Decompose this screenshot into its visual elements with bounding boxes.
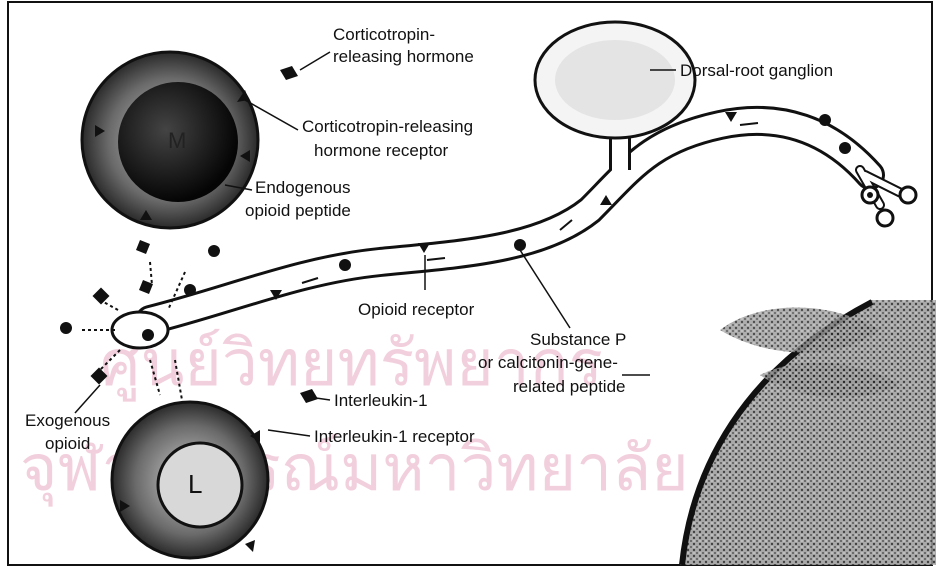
label-interleukin-1-receptor: Interleukin-1 receptor bbox=[314, 427, 475, 446]
label-substance-p-3: related peptide bbox=[513, 377, 625, 396]
label-exogenous-1: Exogenous bbox=[25, 411, 110, 430]
label-endogenous-2: opioid peptide bbox=[245, 201, 351, 220]
lymphocyte-letter: L bbox=[188, 469, 202, 499]
label-crh-1: Corticotropin- bbox=[333, 25, 435, 44]
label-opioid-receptor: Opioid receptor bbox=[358, 300, 475, 319]
label-substance-p-1: Substance P bbox=[530, 330, 626, 349]
sensory-terminal bbox=[112, 312, 168, 348]
label-crh-receptor-2: hormone receptor bbox=[314, 141, 449, 160]
label-crh-receptor-1: Corticotropin-releasing bbox=[302, 117, 473, 136]
dorsal-root-ganglion bbox=[535, 22, 695, 138]
label-endogenous-1: Endogenous bbox=[255, 178, 350, 197]
label-substance-p-2: or calcitonin-gene- bbox=[478, 353, 618, 372]
label-dorsal-root-ganglion: Dorsal-root ganglion bbox=[680, 61, 833, 80]
label-crh-2: releasing hormone bbox=[333, 47, 474, 66]
macrophage-letter: M bbox=[168, 128, 186, 153]
label-interleukin-1: Interleukin-1 bbox=[334, 391, 428, 410]
label-exogenous-2: opioid bbox=[45, 434, 90, 453]
